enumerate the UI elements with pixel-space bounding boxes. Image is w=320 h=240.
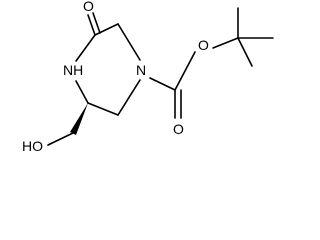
bond-carbamate-ester-oxygen bbox=[174, 51, 196, 91]
bond-stereo-wedge bbox=[70, 103, 88, 135]
bond-oxygen-tbutyl bbox=[212, 37, 239, 49]
bond-tbutyl-methyl-down bbox=[237, 37, 253, 67]
bond-c5-n4 bbox=[75, 80, 89, 104]
bond-c6-c5 bbox=[87, 102, 119, 116]
atom-label-n: N bbox=[136, 62, 146, 78]
atom-label-hydroxyl: HO bbox=[22, 138, 43, 154]
bond-n4-c3 bbox=[75, 34, 96, 62]
chemical-structure-diagram: NH N O O O HO bbox=[22, 0, 274, 154]
bond-ketone-double-2 bbox=[92, 12, 101, 34]
atom-label-ketone-o: O bbox=[83, 0, 94, 14]
bond-n1-carbamate-carbon bbox=[149, 77, 176, 91]
atom-label-nh: NH bbox=[63, 62, 83, 78]
atom-label-ester-o: O bbox=[198, 37, 209, 53]
atom-label-carbamate-o: O bbox=[173, 121, 184, 137]
bond-c2-n1 bbox=[117, 23, 141, 61]
bond-ch2-hydroxyl bbox=[47, 132, 74, 146]
bond-n1-c6 bbox=[117, 79, 141, 116]
bond-ketone-double-1 bbox=[87, 14, 96, 36]
bond-c3-c2 bbox=[94, 23, 119, 36]
